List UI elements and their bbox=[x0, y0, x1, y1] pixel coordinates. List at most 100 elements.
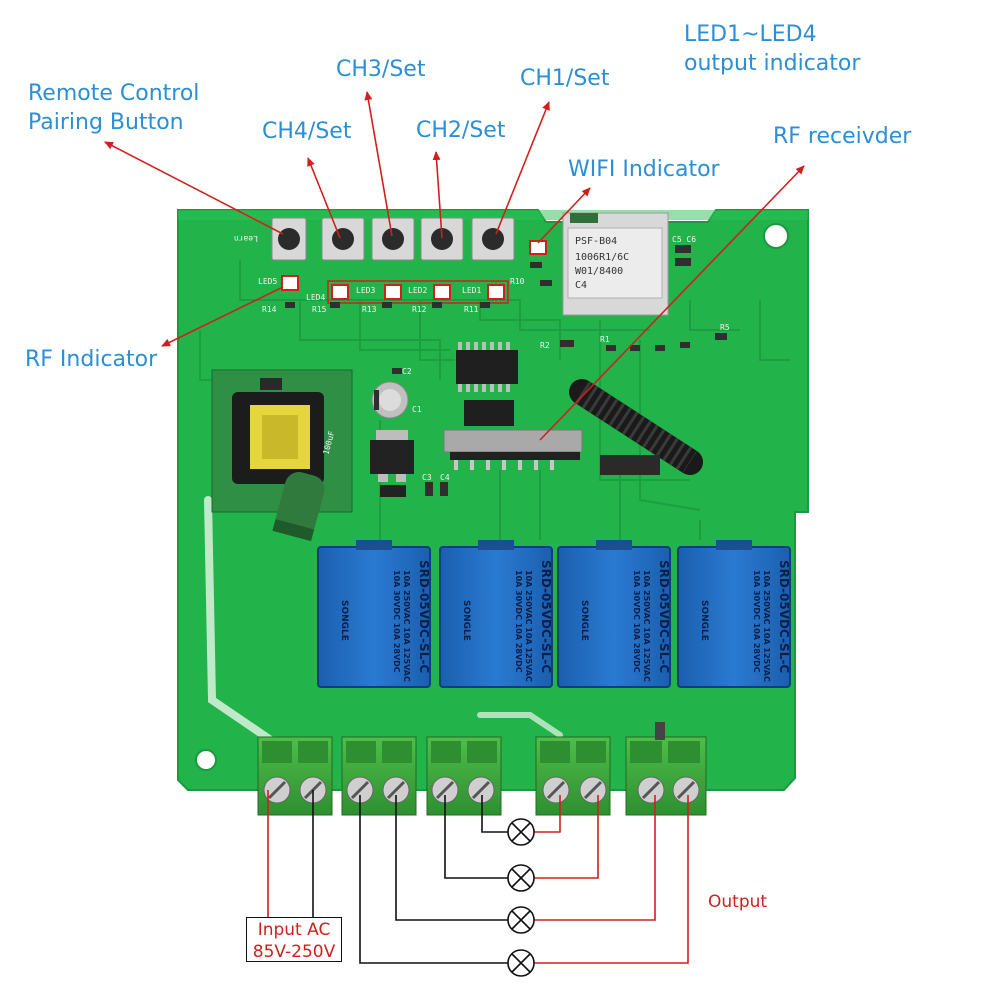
led5-indicator bbox=[281, 275, 299, 291]
ch1-button[interactable] bbox=[471, 217, 515, 261]
relay-rating-2: 10A 30VDC 10A 28VDC bbox=[632, 570, 641, 673]
voltage-regulator bbox=[370, 430, 414, 497]
mounting-hole bbox=[763, 223, 789, 249]
silk-r1: R1 bbox=[600, 335, 610, 344]
load-symbols bbox=[507, 818, 535, 977]
relay-brand: SONGLE bbox=[339, 600, 349, 641]
wiring bbox=[267, 790, 689, 964]
label-ch2: CH2/Set bbox=[416, 118, 506, 143]
relay-rating-2: 10A 30VDC 10A 28VDC bbox=[514, 570, 523, 673]
smd-components bbox=[285, 245, 727, 496]
arrow-to-ch4 bbox=[307, 157, 341, 239]
wire-load3-b bbox=[534, 795, 656, 921]
silk-led3: LED3 bbox=[356, 286, 375, 295]
wire-load4-b bbox=[534, 795, 689, 964]
pairing-button[interactable] bbox=[271, 217, 307, 261]
label-input-line1: Input AC bbox=[257, 920, 331, 940]
relay-rating-1: 10A 250VAC 10A 125VAC bbox=[642, 570, 651, 682]
led3-indicator bbox=[384, 284, 402, 300]
power-supply-module: 100uF bbox=[211, 369, 353, 542]
wire-load2-a bbox=[444, 795, 508, 879]
label-pairing-button: Remote Control Pairing Button bbox=[28, 81, 200, 135]
relay-rating-2: 10A 30VDC 10A 28VDC bbox=[752, 570, 761, 673]
wifi-led bbox=[529, 240, 547, 255]
arrow-to-pairing-button bbox=[104, 141, 284, 235]
silk-c5c6: C5 C6 bbox=[672, 235, 696, 244]
led1-indicator bbox=[487, 284, 505, 300]
rf-receiver-module bbox=[443, 429, 583, 470]
label-input-line2: 85V-250V bbox=[252, 942, 336, 962]
arrow-to-ch2 bbox=[432, 151, 443, 239]
capacitor-c1 bbox=[371, 381, 409, 419]
wifi-module-label: PSF-B04 bbox=[575, 236, 617, 247]
lamp-icon bbox=[507, 818, 535, 846]
relay-ch4: SRD-05VDC-SL-C 10A 250VAC 10A 125VAC 10A… bbox=[317, 540, 431, 688]
label-rf-indicator: RF Indicator bbox=[25, 347, 158, 372]
relay-rating-2: 10A 30VDC 10A 28VDC bbox=[392, 570, 401, 673]
isolation-slot bbox=[477, 712, 563, 738]
relay-rating-1: 10A 250VAC 10A 125VAC bbox=[402, 570, 411, 682]
silk-led5: LED5 bbox=[258, 277, 277, 286]
wire-load4-a bbox=[359, 795, 508, 964]
electrolytic-cap bbox=[272, 472, 325, 542]
relay-spec: SRD-05VDC-SL-C bbox=[417, 560, 431, 673]
silk-learn-label: Learn bbox=[234, 234, 258, 243]
silk-r11: R11 bbox=[464, 305, 479, 314]
ch2-button[interactable] bbox=[420, 217, 464, 261]
silk-c3: C3 bbox=[422, 473, 432, 482]
terminal-ch3 bbox=[426, 736, 502, 816]
silk-r2: R2 bbox=[540, 341, 550, 350]
relay-brand: SONGLE bbox=[461, 600, 471, 641]
relays: SRD-05VDC-SL-C 10A 250VAC 10A 125VAC 10A… bbox=[317, 540, 791, 688]
arrow-to-ch1 bbox=[495, 101, 550, 235]
relay-brand: SONGLE bbox=[699, 600, 709, 641]
silk-c1: C1 bbox=[412, 405, 422, 414]
wire-load1-a bbox=[481, 795, 508, 833]
arrow-to-rf-receiver bbox=[539, 165, 805, 441]
ic-chip bbox=[456, 342, 518, 426]
silk-r5: R5 bbox=[720, 323, 730, 332]
terminal-ch1 bbox=[625, 722, 707, 816]
wire-load2-b bbox=[534, 795, 599, 879]
relay-rating-1: 10A 250VAC 10A 125VAC bbox=[524, 570, 533, 682]
input-ac-box: Input AC 85V-250V bbox=[246, 917, 342, 962]
silk-r15: R15 bbox=[312, 305, 327, 314]
relay-ch2: SRD-05VDC-SL-C 10A 250VAC 10A 125VAC 10A… bbox=[557, 540, 671, 688]
silk-led1: LED1 bbox=[462, 286, 481, 295]
label-ch1: CH1/Set bbox=[520, 66, 610, 91]
label-rf-receiver: RF receivder bbox=[773, 124, 912, 149]
label-output: Output bbox=[708, 892, 768, 912]
led4-indicator bbox=[331, 284, 349, 300]
arrow-to-ch3 bbox=[364, 91, 393, 237]
wifi-module-sub-3: C4 bbox=[575, 280, 587, 291]
label-wifi-indicator: WIFI Indicator bbox=[568, 157, 720, 182]
label-ch3: CH3/Set bbox=[336, 57, 426, 82]
label-ch4: CH4/Set bbox=[262, 119, 352, 144]
label-led-indicator: LED1~LED4 output indicator bbox=[684, 22, 861, 76]
relay-spec: SRD-05VDC-SL-C bbox=[657, 560, 671, 673]
terminal-input bbox=[257, 736, 333, 816]
header-pins bbox=[600, 455, 660, 475]
wifi-module-sub-1: 1006R1/6C bbox=[575, 252, 629, 263]
relay-brand: SONGLE bbox=[579, 600, 589, 641]
silk-led2: LED2 bbox=[408, 286, 427, 295]
terminal-ch4 bbox=[341, 736, 417, 816]
lamp-icon bbox=[507, 906, 535, 934]
ch4-button[interactable] bbox=[321, 217, 365, 261]
lamp-icon bbox=[507, 949, 535, 977]
wire-load1-b bbox=[534, 795, 561, 833]
antenna-coil bbox=[569, 379, 703, 475]
silk-c2: C2 bbox=[402, 367, 412, 376]
silk-r14: R14 bbox=[262, 305, 277, 314]
relay-spec: SRD-05VDC-SL-C bbox=[539, 560, 553, 673]
ch3-button[interactable] bbox=[371, 217, 415, 261]
led2-indicator bbox=[433, 284, 451, 300]
mounting-hole bbox=[195, 749, 217, 771]
terminal-ch2 bbox=[535, 736, 611, 816]
arrow-to-rf-indicator bbox=[161, 286, 284, 347]
relay-ch3: SRD-05VDC-SL-C 10A 250VAC 10A 125VAC 10A… bbox=[439, 540, 553, 688]
relay-spec: SRD-05VDC-SL-C bbox=[777, 560, 791, 673]
silk-r13: R13 bbox=[362, 305, 377, 314]
